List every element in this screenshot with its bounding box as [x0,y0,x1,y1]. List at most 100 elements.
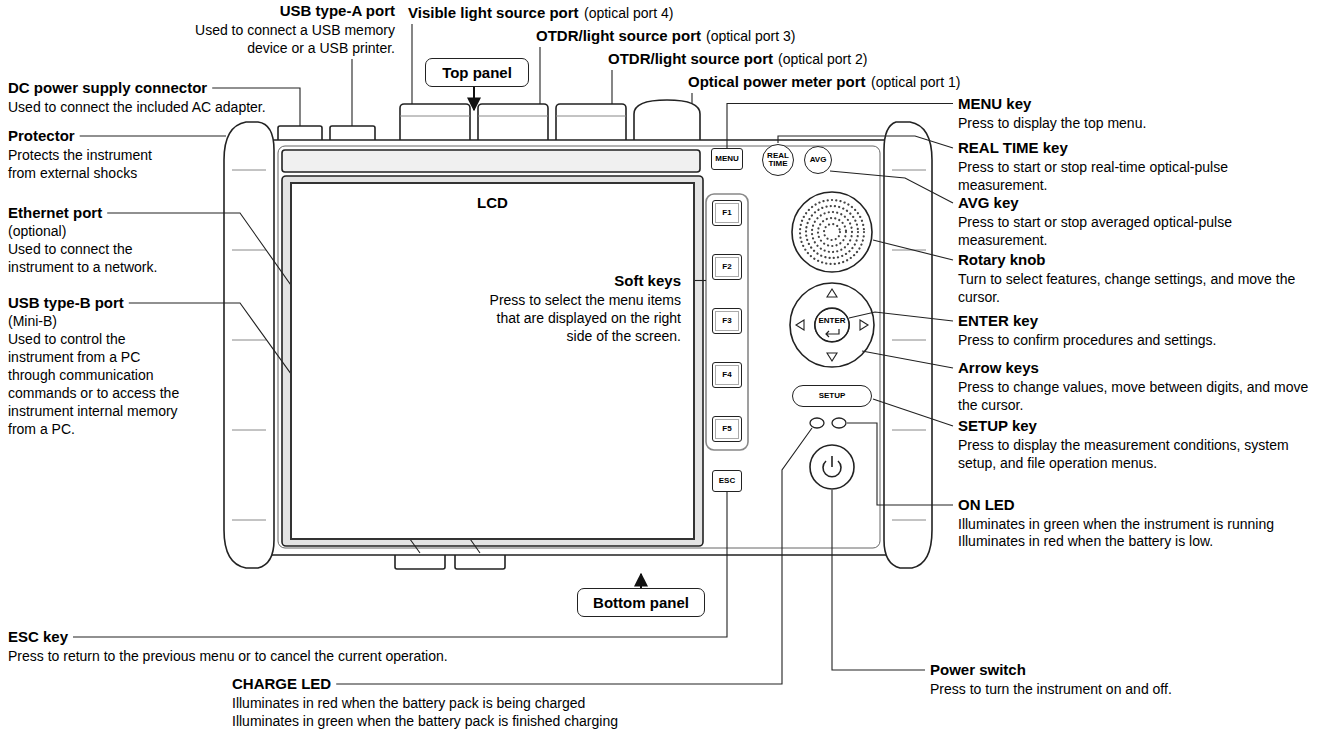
panel-box: Top panel [425,58,529,87]
node-text: Bottom panel [593,594,689,611]
soft-key: F1 [712,200,742,226]
leader-line [80,135,226,136]
leader-line [411,24,412,104]
callout-title: Protector [8,127,75,144]
callout-block: MENU key [958,95,1031,113]
callout-text: Press to display the measurement conditi… [958,437,1289,471]
leader-line [862,351,953,368]
callout-block: Press to confirm procedures and settings… [958,331,1216,349]
callout-title: Rotary knob [958,251,1046,268]
callout-text: Protects the instrument from external sh… [8,147,152,181]
callout-block: Used to control the instrument from a PC… [8,330,186,438]
callout-title: Soft keys [614,272,681,289]
callout-block: (optical port 4) [584,4,673,22]
protector-grip [892,170,926,520]
screen-label: LCD [477,194,508,211]
leader-line [873,240,953,260]
callout-block: (optical port 2) [778,50,867,68]
protector [224,122,274,568]
callout-block: OTDR/light source port [536,27,701,45]
node-text: REAL TIME [765,152,791,168]
callout-text: Used to connect a USB memory device or a… [195,22,395,56]
protector-grip [232,170,266,520]
callout-text: Press to change values, move between dig… [958,379,1308,413]
avg-key: AVG [804,146,832,174]
callout-block: AVG key [958,194,1019,212]
leader-line [351,59,352,126]
callout-block: REAL TIME key [958,139,1068,157]
power-switch [810,445,854,489]
text-slot: Press to select the menu items that are … [486,291,681,345]
node-text: F5 [722,425,731,433]
soft-key-bracket [706,194,748,450]
callout-block: Arrow keys [958,359,1039,377]
callout-block: OTDR/light source port [608,50,773,68]
callout-title: OTDR/light source port [536,27,701,44]
callout-title: Ethernet port [8,204,102,221]
callout-text: (Mini-B) [8,313,57,329]
on-led [832,418,846,428]
callout-text: Press to turn the instrument on and off. [930,681,1172,697]
callout-title: OTDR/light source port [608,50,773,67]
node-text: ENTER [818,317,845,325]
callout-block: Used to connect the instrument to a netw… [8,240,180,276]
callout-block: Press to change values, move between dig… [958,378,1328,414]
instrument-body [255,140,905,555]
callout-text: Press to confirm procedures and settings… [958,332,1216,348]
charge-led [810,418,824,428]
callout-text: Illuminates in red when the battery pack… [232,695,585,711]
callout-block: (Mini-B) [8,312,57,330]
node-text: Top panel [442,64,512,81]
callout-text: Used to connect the instrument to a netw… [8,241,157,275]
panel-box: Bottom panel [577,588,705,617]
callout-block: SETUP key [958,417,1037,435]
callout-title: ESC key [8,628,68,645]
enter-symbol [826,329,839,337]
callout-title: AVG key [958,194,1019,211]
callout-block: Illuminates in red when the battery pack… [232,694,585,712]
port-cap [400,104,470,144]
real-time-key: REAL TIME [762,144,794,176]
callout-text: Press to start or stop real-time optical… [958,159,1228,193]
leader-line [873,399,953,426]
callout-block: Ethernet port [8,204,102,222]
callout-text: Illuminates in red when the battery is l… [958,533,1213,549]
lcd-screen: LCD Soft keysPress to select the menu ite… [290,182,695,540]
node-text: ESC [719,477,735,485]
callout-block: Press to turn the instrument on and off. [930,680,1172,698]
port-cap [634,100,700,144]
callout-block: Optical power meter port [688,73,866,91]
node-text: SETUP [819,392,846,400]
menu-key: MENU [711,148,743,170]
callout-block: Illuminates in red when the battery is l… [958,532,1213,550]
callout-block: ON LED [958,496,1015,514]
callout-text: (optical port 3) [706,28,795,44]
body-bezel [278,146,880,548]
callout-block: Press to start or stop averaged optical-… [958,213,1298,249]
callout-block: Used to connect a USB memory device or a… [165,21,395,57]
callout-block: USB type-A port [165,2,395,20]
port-cap [478,104,548,144]
top-strip [282,150,700,172]
text-slot: LCD [292,194,693,212]
leader-line [539,47,540,104]
leader-line [778,136,953,148]
callout-block: Visible light source port [408,4,579,22]
arrow-pad [790,283,874,367]
callout-text: (optical port 2) [778,51,867,67]
callout-title: USB type-B port [8,294,124,311]
callout-block: Protects the instrument from external sh… [8,146,180,182]
node-text: F3 [722,317,731,325]
node-text: MENU [715,155,739,163]
callout-text: (optical port 4) [584,5,673,21]
esc-key: ESC [712,470,742,492]
soft-key: F2 [712,254,742,280]
callout-block: (optional) [8,222,66,240]
callout-text: (optical port 1) [871,74,960,90]
callout-block: Power switch [930,661,1026,679]
callout-block: CHARGE LED [232,675,331,693]
callout-title: USB type-A port [280,2,395,19]
callout-block: Press to start or stop real-time optical… [958,158,1298,194]
panel-arrow [473,87,475,110]
